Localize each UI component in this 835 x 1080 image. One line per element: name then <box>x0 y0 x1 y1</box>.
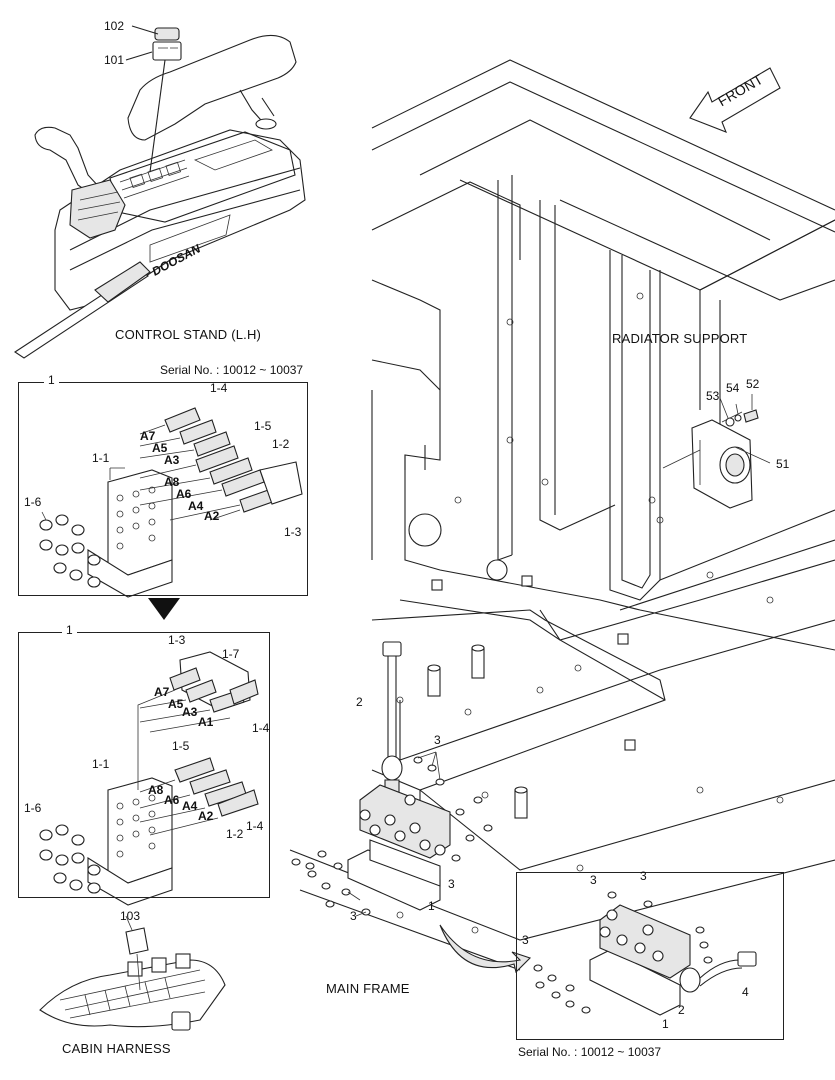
box3-orings <box>533 891 713 1014</box>
box3-callout-1: 1 <box>662 1017 669 1031</box>
box1-port-a5: A5 <box>152 441 168 455</box>
callout-101: 101 <box>104 53 125 67</box>
cabin-harness-label: CABIN HARNESS <box>62 1041 171 1056</box>
box2-label-1-4a: 1-4 <box>252 721 270 735</box>
box2-label-1-7: 1-7 <box>222 647 240 661</box>
callout-103: 103 <box>120 909 141 923</box>
box1-nuts <box>39 514 101 588</box>
box2-fittings <box>169 651 259 817</box>
valve-fittings <box>359 794 446 856</box>
callout-54: 54 <box>726 381 740 395</box>
box2-label-1-3: 1-3 <box>168 633 186 647</box>
box1-frame <box>18 382 308 596</box>
callout-2-main: 2 <box>356 695 363 709</box>
cabin-harness-drawing <box>39 915 226 1031</box>
callout-3-main-b: 3 <box>448 877 455 891</box>
main-frame-drawing <box>289 609 835 974</box>
box2-label-1-2: 1-2 <box>226 827 244 841</box>
box1-drawing <box>39 407 303 598</box>
box2-port-a4: A4 <box>182 799 198 813</box>
main-frame-label: MAIN FRAME <box>326 981 410 996</box>
front-arrow-shape <box>689 67 781 133</box>
callout-1-main: 1 <box>428 899 435 913</box>
box2-port-a8: A8 <box>148 783 164 797</box>
box2-label-1-5: 1-5 <box>172 739 190 753</box>
box2-port-a5: A5 <box>168 697 184 711</box>
box1-fittings <box>164 407 303 513</box>
box3-drawing <box>533 891 757 1016</box>
box3-frame <box>516 872 784 1040</box>
box1-port-a3: A3 <box>164 453 180 467</box>
box3-serial: Serial No. : 10012 ~ 10037 <box>518 1045 662 1059</box>
callout-3-main-c: 3 <box>350 909 357 923</box>
box1-port-a6: A6 <box>176 487 192 501</box>
box3-callout-4: 4 <box>742 985 749 999</box>
box2-port-a2: A2 <box>198 809 214 823</box>
callout-102: 102 <box>104 19 125 33</box>
radiator-support-label: RADIATOR SUPPORT <box>612 331 748 346</box>
box1-port-a2: A2 <box>204 509 220 523</box>
box1-label-1-3: 1-3 <box>284 525 302 539</box>
box2-frame <box>18 632 270 898</box>
box2-title: 1 <box>62 624 77 637</box>
o-rings-main <box>291 756 493 916</box>
box2-port-a6: A6 <box>164 793 180 807</box>
box1-label-1-5: 1-5 <box>254 419 272 433</box>
box3-callout-2: 2 <box>678 1003 685 1017</box>
control-stand-label: CONTROL STAND (L.H) <box>115 327 262 342</box>
box3-callout-3b: 3 <box>640 869 647 883</box>
box1-label-1-1: 1-1 <box>92 451 110 465</box>
box2-label-1-4b: 1-4 <box>246 819 264 833</box>
box1-label-1-6: 1-6 <box>24 495 42 509</box>
callout-3-main-a: 3 <box>434 733 441 747</box>
box2-nuts <box>39 824 101 894</box>
callout-53: 53 <box>706 389 720 403</box>
box1-title: 1 <box>44 374 59 387</box>
callout-51: 51 <box>776 457 790 471</box>
box1-port-a8: A8 <box>164 475 180 489</box>
callout-52: 52 <box>746 377 760 391</box>
box2-drawing <box>39 651 259 906</box>
box1-label-1-4: 1-4 <box>210 381 228 395</box>
box2-port-a3: A3 <box>182 705 198 719</box>
box2-label-1-1: 1-1 <box>92 757 110 771</box>
box1-label-1-2: 1-2 <box>272 437 290 451</box>
box2-label-1-6: 1-6 <box>24 801 42 815</box>
box3-callout-3c: 3 <box>522 933 529 947</box>
box2-port-a7: A7 <box>154 685 170 699</box>
box1-serial: Serial No. : 10012 ~ 10037 <box>160 363 304 377</box>
transition-arrow <box>148 598 180 620</box>
box1-port-a7: A7 <box>140 429 156 443</box>
box3-callout-3a: 3 <box>590 873 597 887</box>
box2-port-a1: A1 <box>198 715 214 729</box>
control-stand-drawing <box>14 25 306 359</box>
box1-port-a4: A4 <box>188 499 204 513</box>
radiator-frame-drawing <box>371 59 835 651</box>
